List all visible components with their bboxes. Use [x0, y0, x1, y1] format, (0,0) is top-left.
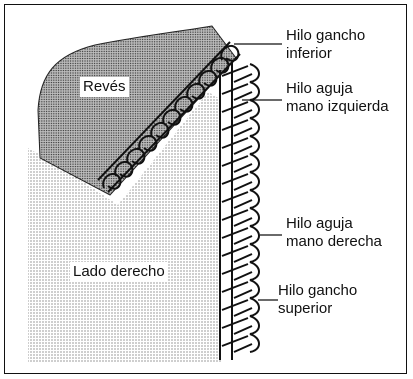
- callout-left-needle: Hilo aguja mano izquierda: [286, 80, 389, 115]
- vertical-stitch-chain: [219, 62, 260, 360]
- callout-right-needle: Hilo aguja mano derecha: [286, 215, 382, 250]
- fabric-front: [28, 92, 222, 362]
- region-label-back: Revés: [80, 77, 129, 97]
- region-label-front: Lado derecho: [70, 262, 168, 282]
- fabric-back: [37, 25, 237, 196]
- callout-leaders: [234, 43, 282, 301]
- diagonal-stitch-chain: [97, 41, 241, 193]
- callout-lower-looper: Hilo gancho inferior: [286, 27, 366, 62]
- callout-upper-looper: Hilo gancho superior: [278, 282, 358, 317]
